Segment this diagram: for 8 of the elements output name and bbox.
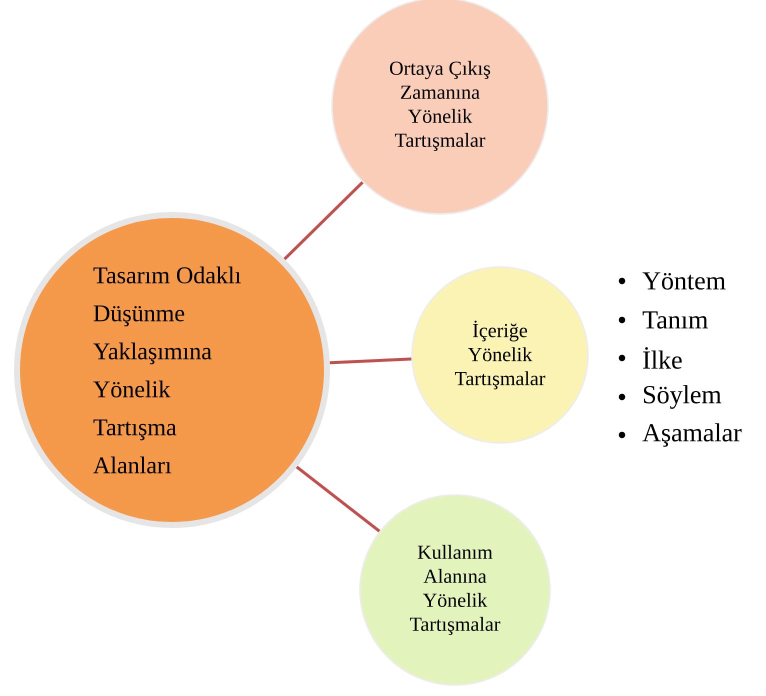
connector-line <box>284 181 364 260</box>
list-item: Yöntem <box>642 272 726 290</box>
list-item: Söylem <box>644 385 722 409</box>
connector-line <box>296 466 380 532</box>
connector-line <box>330 358 412 364</box>
list-item: Aşamalar <box>642 423 742 447</box>
list-item: İlke <box>643 347 682 369</box>
list-item: Tanım <box>642 311 708 329</box>
